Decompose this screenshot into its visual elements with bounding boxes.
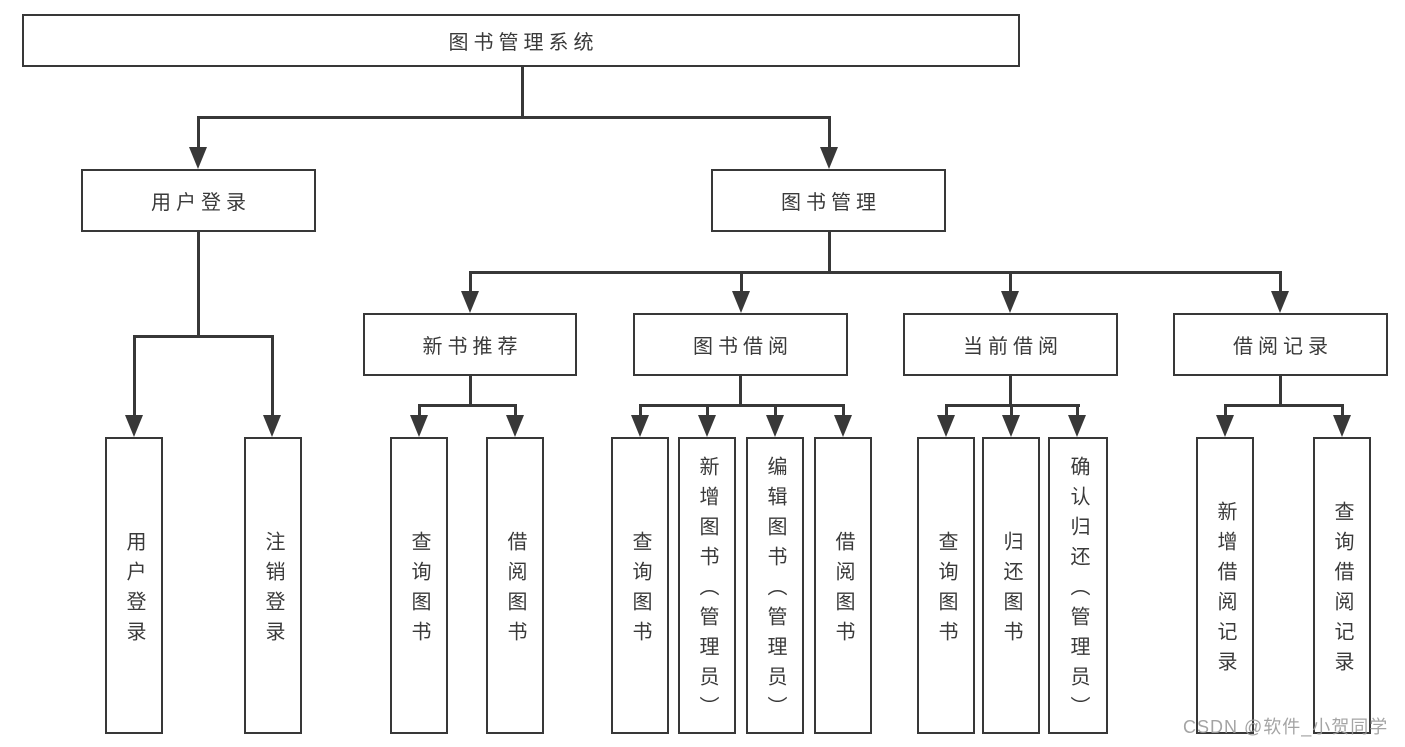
leaf-label: 查询图书 (935, 530, 957, 651)
leaf-query-books-newbooks: 查询图书 (390, 437, 448, 734)
arrowhead-leaf (1002, 415, 1020, 437)
arrowhead-leaf (1333, 415, 1351, 437)
leaf-add-borrow-record: 新增借阅记录 (1196, 437, 1254, 734)
leaf-logout: 注销登录 (244, 437, 302, 734)
arrowhead-user-login (189, 147, 207, 169)
connector-level1-rail (197, 116, 831, 119)
leaf-label: 新增借阅记录 (1214, 500, 1236, 681)
arrowhead-book-mgmt (820, 147, 838, 169)
connector-user-login-rail (133, 335, 274, 338)
connector-new-books-stem (469, 376, 472, 407)
arrowhead-leaf (937, 415, 955, 437)
node-user-login: 用户登录 (81, 169, 316, 232)
arrowhead-leaf (698, 415, 716, 437)
connector-new-books-rail (418, 404, 517, 407)
connector-leaf (706, 404, 709, 418)
connector-to-borrow-records (1279, 271, 1282, 294)
leaf-label: 查询借阅记录 (1331, 500, 1353, 681)
connector-leaf (639, 404, 642, 418)
arrowhead-leaf (506, 415, 524, 437)
node-current-borrow: 当前借阅 (903, 313, 1118, 376)
leaf-label: 查询图书 (629, 530, 651, 651)
arrowhead-leaf-login (125, 415, 143, 437)
leaf-label: 借阅图书 (504, 530, 526, 651)
connector-current-borrow-stem (1009, 376, 1012, 407)
leaf-label: 确认归还（管理员） (1067, 455, 1089, 726)
leaf-logout-label: 注销登录 (262, 530, 284, 651)
connector-borrow-records-stem (1279, 376, 1282, 407)
csdn-watermark: CSDN @软件_小贺同学 (1183, 717, 1389, 737)
leaf-borrow-books-newbooks: 借阅图书 (486, 437, 544, 734)
leaf-label: 查询图书 (408, 530, 430, 651)
leaf-borrow-books: 借阅图书 (814, 437, 872, 734)
connector-to-leaf-logout (271, 335, 274, 417)
connector-to-leaf-login (133, 335, 136, 417)
leaf-query-books-borrow: 查询图书 (611, 437, 669, 734)
arrowhead-new-books (461, 291, 479, 313)
connector-leaf (1341, 404, 1344, 418)
node-library-management-system: 图书管理系统 (22, 14, 1020, 67)
connector-leaf (1224, 404, 1227, 418)
connector-leaf (774, 404, 777, 418)
node-new-book-recommend: 新书推荐 (363, 313, 577, 376)
connector-to-current-borrow (1009, 271, 1012, 294)
leaf-user-login: 用户登录 (105, 437, 163, 734)
connector-root-stem (521, 67, 524, 118)
connector-borrow-records-rail (1224, 404, 1344, 407)
connector-book-borrow-rail (639, 404, 845, 407)
arrowhead-leaf (1068, 415, 1086, 437)
leaf-query-books-current: 查询图书 (917, 437, 975, 734)
node-book-borrow: 图书借阅 (633, 313, 848, 376)
arrowhead-leaf (834, 415, 852, 437)
leaf-label: 归还图书 (1000, 530, 1022, 651)
leaf-add-books-admin: 新增图书（管理员） (678, 437, 736, 734)
connector-to-book-mgmt (828, 116, 831, 150)
arrowhead-leaf (766, 415, 784, 437)
leaf-label: 编辑图书（管理员） (764, 455, 786, 726)
connector-user-login-stem (197, 232, 200, 337)
arrowhead-current-borrow (1001, 291, 1019, 313)
leaf-label: 新增图书（管理员） (696, 455, 718, 726)
connector-to-user-login (197, 116, 200, 150)
leaf-confirm-return-admin: 确认归还（管理员） (1048, 437, 1108, 734)
connector-leaf (514, 404, 517, 418)
connector-leaf (1076, 404, 1079, 418)
arrowhead-book-borrow (732, 291, 750, 313)
connector-level2-rail (469, 271, 1282, 274)
leaf-return-books: 归还图书 (982, 437, 1040, 734)
connector-leaf (945, 404, 948, 418)
node-borrow-records: 借阅记录 (1173, 313, 1388, 376)
arrowhead-borrow-records (1271, 291, 1289, 313)
leaf-label: 借阅图书 (832, 530, 854, 651)
connector-leaf (1010, 404, 1013, 418)
arrowhead-leaf (410, 415, 428, 437)
connector-book-mgmt-stem (828, 232, 831, 274)
connector-to-new-books (469, 271, 472, 294)
arrowhead-leaf (631, 415, 649, 437)
connector-leaf (842, 404, 845, 418)
node-book-management: 图书管理 (711, 169, 946, 232)
leaf-edit-books-admin: 编辑图书（管理员） (746, 437, 804, 734)
arrowhead-leaf (1216, 415, 1234, 437)
connector-book-borrow-stem (739, 376, 742, 407)
leaf-user-login-label: 用户登录 (123, 530, 145, 651)
connector-to-book-borrow (740, 271, 743, 294)
connector-leaf (418, 404, 421, 418)
arrowhead-leaf-logout (263, 415, 281, 437)
leaf-query-borrow-record: 查询借阅记录 (1313, 437, 1371, 734)
